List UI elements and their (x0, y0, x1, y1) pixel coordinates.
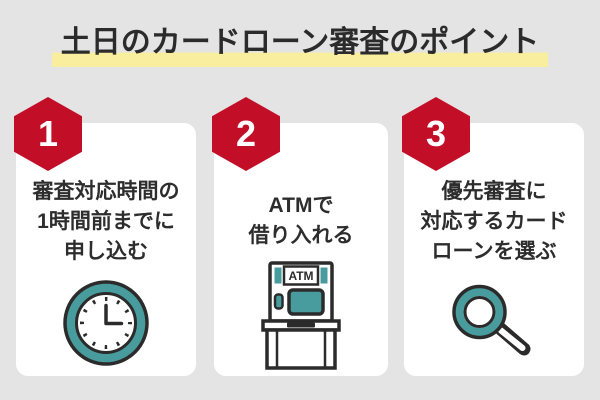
atm-icon: ATM (261, 261, 341, 370)
magnifier-icon (452, 284, 531, 356)
step-card-2: 2 ATMで 借り入れる ATM (212, 97, 388, 376)
step-number-badge-2: 2 (212, 97, 280, 171)
step-number: 2 (235, 113, 257, 154)
step-text-2: ATMで 借り入れる (214, 191, 388, 251)
step-number-badge-1: 1 (14, 97, 82, 171)
step-text-line: 審査対応時間の (32, 180, 180, 203)
atm-icon-label: ATM (288, 269, 313, 283)
step-text-line: 1時間前までに (37, 210, 175, 233)
step-text-line: ATMで (268, 194, 334, 217)
page-title: 土日のカードローン審査のポイント (51, 24, 549, 67)
page-header: 土日のカードローン審査のポイント (0, 24, 600, 67)
clock-icon (63, 280, 149, 366)
step-text-1: 審査対応時間の 1時間前までに 申し込む (16, 177, 196, 267)
step-card-1: 1 審査対応時間の 1時間前までに 申し込む (14, 97, 196, 376)
step-text-line: 申し込む (64, 240, 148, 263)
step-text-line: 優先審査に (441, 180, 547, 203)
step-card-3: 3 優先審査に 対応するカード ローンを選ぶ (402, 97, 584, 376)
step-text-3: 優先審査に 対応するカード ローンを選ぶ (404, 177, 584, 267)
step-number: 1 (37, 113, 59, 154)
step-text-line: 対応するカード (420, 210, 568, 233)
step-number-badge-3: 3 (402, 97, 470, 171)
step-text-line: 借り入れる (248, 224, 354, 247)
step-text-line: ローンを選ぶ (431, 240, 557, 263)
step-number: 3 (425, 113, 447, 154)
